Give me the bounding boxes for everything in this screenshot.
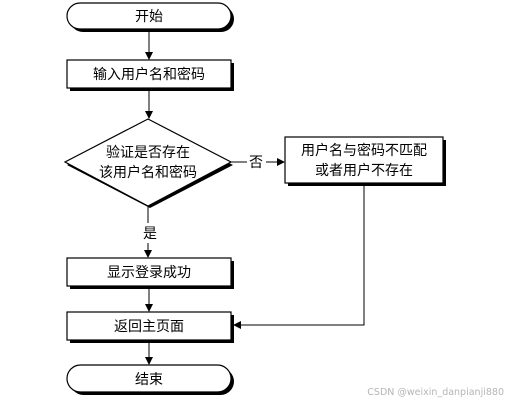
start-label: 开始	[135, 9, 163, 25]
arrow-start-to-input	[145, 32, 153, 60]
mismatch-label-line2: 或者用户不存在	[315, 162, 413, 179]
arrow-decision-yes: 是	[143, 206, 157, 258]
decision-label-line1: 验证是否存在	[106, 145, 190, 161]
decision-label-line2: 该用户名和密码	[99, 164, 197, 181]
start-node: 开始	[66, 2, 234, 32]
success-label: 显示登录成功	[107, 265, 191, 281]
arrow-input-to-decision	[145, 91, 153, 119]
arrow-success-to-return	[145, 289, 153, 312]
arrow-return-to-end	[145, 343, 153, 365]
mismatch-label-line1: 用户名与密码不匹配	[301, 142, 427, 159]
arrow-mismatch-to-return	[233, 186, 365, 329]
mismatch-node: 用户名与密码不匹配 或者用户不存在	[284, 136, 446, 186]
return-label: 返回主页面	[114, 319, 184, 335]
input-label: 输入用户名和密码	[93, 66, 205, 83]
no-label: 否	[249, 155, 263, 171]
success-node: 显示登录成功	[66, 257, 234, 289]
end-node: 结束	[66, 364, 234, 395]
watermark: CSDN @weixin_danpianji880	[367, 387, 504, 398]
decision-node: 验证是否存在 该用户名和密码	[63, 118, 233, 208]
end-label: 结束	[135, 372, 163, 388]
return-node: 返回主页面	[66, 311, 234, 343]
arrow-decision-no: 否	[231, 155, 285, 171]
yes-label: 是	[143, 226, 157, 242]
input-node: 输入用户名和密码	[66, 59, 234, 91]
